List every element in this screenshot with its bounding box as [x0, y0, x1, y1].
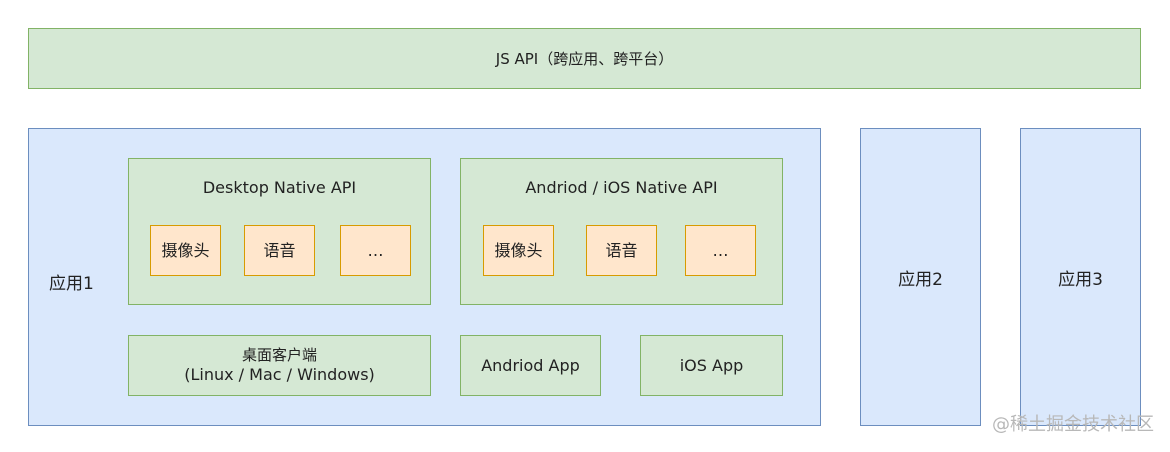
js-api-label: JS API（跨应用、跨平台） [495, 50, 674, 68]
app3-container: 应用3 [1020, 128, 1141, 426]
app2-label: 应用2 [898, 269, 943, 290]
app3-label: 应用3 [1058, 269, 1103, 290]
android-app-label: Andriod App [481, 355, 580, 375]
app1-label: 应用1 [49, 274, 94, 294]
mobile-more-box: … [685, 225, 756, 276]
desktop-more-label: … [367, 240, 384, 260]
desktop-more-box: … [340, 225, 411, 276]
desktop-voice-label: 语音 [263, 240, 296, 260]
mobile-native-api-title: Andriod / iOS Native API [525, 178, 718, 197]
mobile-camera-label: 摄像头 [494, 240, 543, 260]
app2-container: 应用2 [860, 128, 981, 426]
js-api-bar: JS API（跨应用、跨平台） [28, 28, 1141, 89]
ios-app-label: iOS App [679, 355, 744, 375]
mobile-more-label: … [712, 240, 729, 260]
mobile-camera-box: 摄像头 [483, 225, 554, 276]
desktop-voice-box: 语音 [244, 225, 315, 276]
desktop-camera-box: 摄像头 [150, 225, 221, 276]
ios-app-box: iOS App [640, 335, 783, 396]
android-app-box: Andriod App [460, 335, 601, 396]
desktop-client-title: 桌面客户端 [241, 346, 317, 364]
desktop-native-api-title: Desktop Native API [202, 178, 357, 197]
desktop-client-platforms: (Linux / Mac / Windows) [184, 365, 375, 384]
desktop-camera-label: 摄像头 [161, 240, 210, 260]
watermark-text: @稀土掘金技术社区 [992, 414, 1154, 435]
mobile-voice-box: 语音 [586, 225, 657, 276]
mobile-voice-label: 语音 [605, 240, 638, 260]
desktop-client-box: 桌面客户端 (Linux / Mac / Windows) [128, 335, 431, 396]
